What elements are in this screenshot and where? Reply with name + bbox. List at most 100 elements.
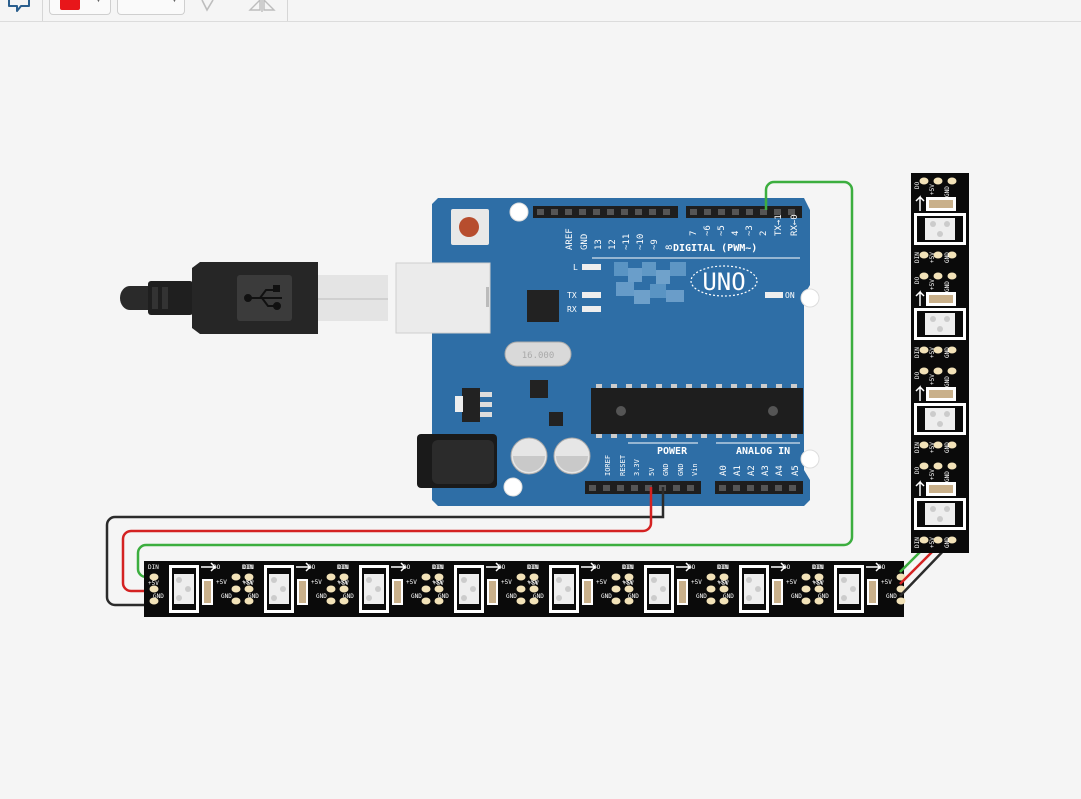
header-pin[interactable] xyxy=(589,485,596,491)
header-pin[interactable] xyxy=(603,485,610,491)
pad-label: +5V xyxy=(786,579,797,586)
pad-label: +5V xyxy=(216,579,227,586)
rotate-icon[interactable] xyxy=(198,0,220,14)
header-pin[interactable] xyxy=(663,209,670,215)
solder-pad xyxy=(434,585,444,593)
usb-cable[interactable] xyxy=(120,262,388,334)
header-pin[interactable] xyxy=(617,485,624,491)
color-swatch xyxy=(60,0,80,10)
pad-label: DIN xyxy=(813,564,824,571)
pad-label: GND xyxy=(944,376,951,387)
flip-icon[interactable] xyxy=(246,0,280,14)
wire-5v[interactable] xyxy=(121,487,653,593)
header-pin[interactable] xyxy=(718,209,725,215)
digital-pin-label: ~3 xyxy=(745,225,755,236)
solder-pad xyxy=(947,272,957,280)
digital-pin-label: 2 xyxy=(759,231,769,236)
header-pin[interactable] xyxy=(719,485,726,491)
header-pin[interactable] xyxy=(593,209,600,215)
header-pin[interactable] xyxy=(690,209,697,215)
led-on-label: ON xyxy=(785,291,795,300)
header-pin[interactable] xyxy=(537,209,544,215)
header-pin[interactable] xyxy=(789,485,796,491)
header-pin[interactable] xyxy=(621,209,628,215)
wire-type-picker[interactable]: ▼ xyxy=(117,0,185,15)
mounting-hole xyxy=(800,288,820,308)
header-pin[interactable] xyxy=(733,485,740,491)
solder-pad xyxy=(919,462,929,470)
wire-data[interactable] xyxy=(136,180,854,579)
pad-label: +5V xyxy=(243,580,254,587)
header-pin[interactable] xyxy=(551,209,558,215)
pad-label: GND xyxy=(696,593,707,600)
header-pin[interactable] xyxy=(687,485,694,491)
solder-pad xyxy=(933,536,943,544)
color-picker[interactable]: ▼ xyxy=(49,0,111,15)
solder-pad xyxy=(624,573,634,581)
led-l xyxy=(582,264,601,270)
analog-pin-label: A1 xyxy=(733,465,743,476)
header-pin[interactable] xyxy=(565,209,572,215)
solder-pad xyxy=(529,585,539,593)
header-pin[interactable] xyxy=(732,209,739,215)
pad-label: GND xyxy=(343,593,354,600)
arrow-right-icon xyxy=(391,562,407,572)
header-pin[interactable] xyxy=(774,209,781,215)
header-pin[interactable] xyxy=(760,209,767,215)
header-pin[interactable] xyxy=(704,209,711,215)
header-pin[interactable] xyxy=(761,485,768,491)
pad-label: +5V xyxy=(929,442,936,453)
pad-label: DIN xyxy=(338,564,349,571)
solder-pad xyxy=(947,441,957,449)
digital-pin-label: ~5 xyxy=(717,225,727,236)
notes-icon[interactable] xyxy=(6,0,32,14)
led-rx xyxy=(582,306,601,312)
wire-gnd[interactable] xyxy=(105,487,665,607)
led-strip-horizontal[interactable]: DIN+5VGNDDO+5VGNDDIN+5VDIN+5VGNDDO+5VGND… xyxy=(144,561,918,617)
header-pin[interactable] xyxy=(607,209,614,215)
header-pin[interactable] xyxy=(579,209,586,215)
power-pin-label: Vin xyxy=(691,463,699,476)
solder-pad xyxy=(326,585,336,593)
pad-label: +5V xyxy=(623,580,634,587)
pad-label: DIN xyxy=(914,442,921,453)
header-pin[interactable] xyxy=(746,209,753,215)
digital-pin-label: 12 xyxy=(608,239,618,250)
pad-label: DIN xyxy=(907,564,918,571)
pad-label: GND xyxy=(944,471,951,482)
header-pin[interactable] xyxy=(788,209,795,215)
header-pin[interactable] xyxy=(673,485,680,491)
solder-pad xyxy=(933,177,943,185)
solder-pad xyxy=(434,573,444,581)
header-pin[interactable] xyxy=(747,485,754,491)
header-pin[interactable] xyxy=(645,485,652,491)
resistor xyxy=(204,581,211,603)
power-pin-label: 5V xyxy=(648,467,656,476)
solder-pad xyxy=(339,585,349,593)
header-pin[interactable] xyxy=(649,209,656,215)
solder-pad xyxy=(814,585,824,593)
solder-pad xyxy=(529,573,539,581)
header-pin[interactable] xyxy=(631,485,638,491)
pad-label: +5V xyxy=(338,580,349,587)
pad-label: DO xyxy=(403,564,411,571)
pad-label: GND xyxy=(944,252,951,263)
header-pin[interactable] xyxy=(635,209,642,215)
pad-label: DIN xyxy=(914,252,921,263)
header-pin[interactable] xyxy=(775,485,782,491)
